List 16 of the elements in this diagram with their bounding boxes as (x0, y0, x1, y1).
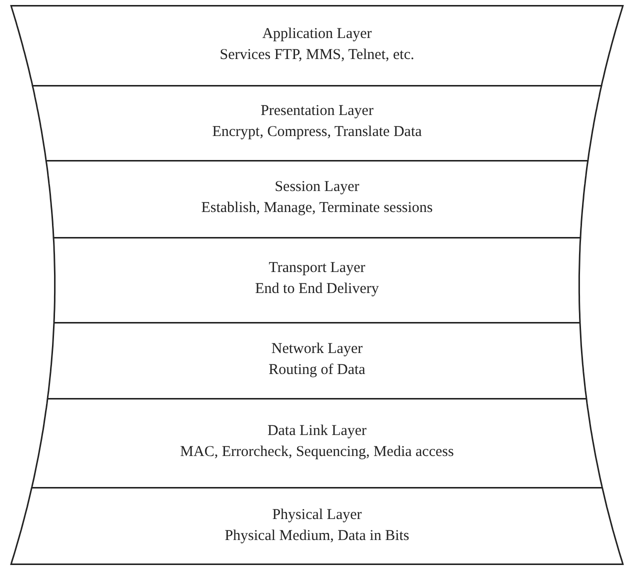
layer-description: Encrypt, Compress, Translate Data (212, 123, 422, 142)
layer-title: Transport Layer (268, 259, 366, 278)
layer-description: Routing of Data (268, 360, 366, 380)
layer-title: Physical Layer (272, 506, 362, 525)
layer-title: Presentation Layer (260, 102, 374, 122)
layer-title: Session Layer (274, 178, 360, 198)
layer-description: Establish, Manage, Terminate sessions (201, 199, 433, 218)
layer-band (10, 487, 624, 565)
layer-title: Data Link Layer (267, 422, 367, 442)
layer-description: End to End Delivery (255, 280, 379, 300)
layer-band (10, 5, 624, 84)
layer-title: Network Layer (271, 340, 363, 359)
layer-description: Services FTP, MMS, Telnet, etc. (220, 46, 414, 65)
layer-title: Application Layer (262, 24, 372, 44)
layer-description: MAC, Errorcheck, Sequencing, Media access (180, 443, 454, 462)
layer-description: Physical Medium, Data in Bits (224, 527, 410, 546)
